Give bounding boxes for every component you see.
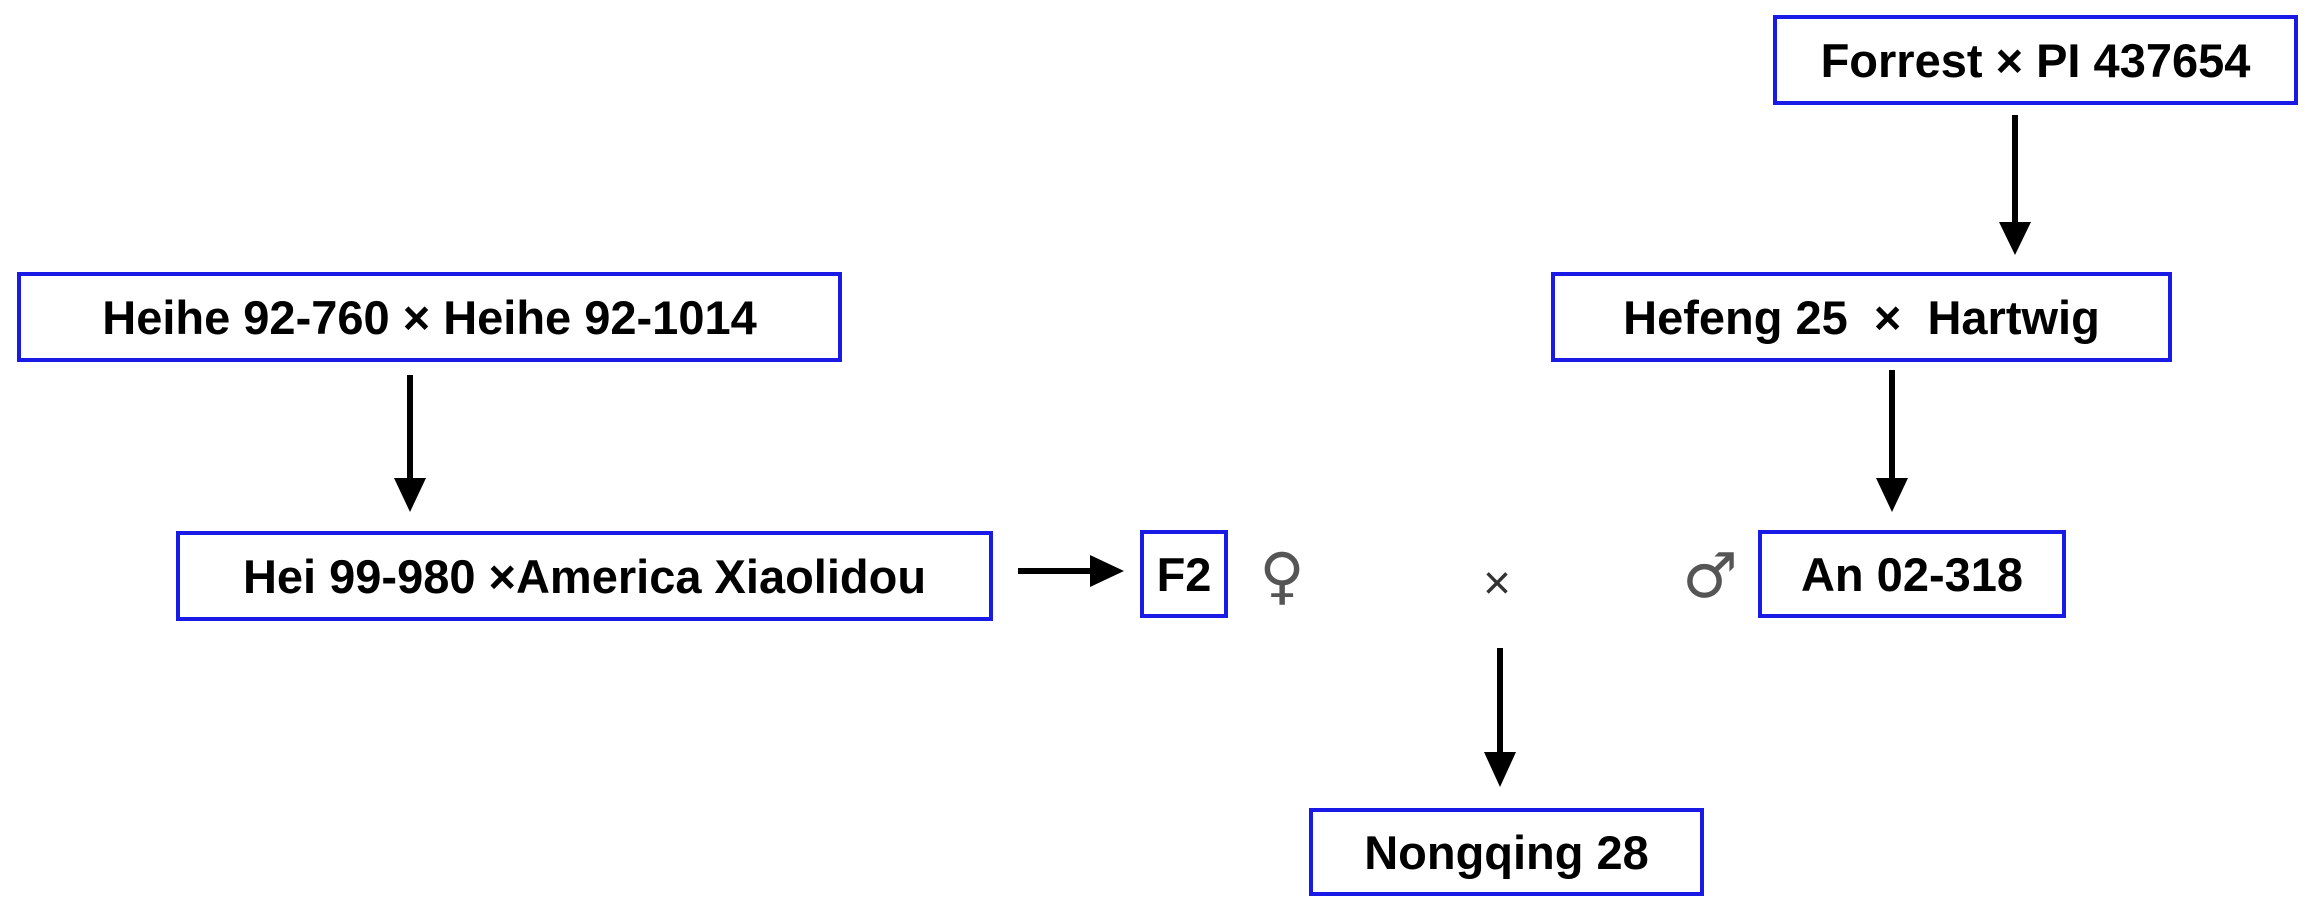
node-forrest-cross: Forrest × PI 437654 [1773, 15, 2298, 105]
node-an: An 02-318 [1758, 530, 2066, 618]
arrow-forrest-to-hefeng [1999, 115, 2031, 255]
node-hei-cross: Hei 99-980 ×America Xiaolidou [176, 531, 993, 621]
node-f2: F2 [1140, 530, 1228, 618]
node-hefeng-cross: Hefeng 25 × Hartwig [1551, 272, 2172, 362]
arrow-cross-to-nongqing [1484, 648, 1516, 787]
male-symbol-icon: ♂ [1682, 539, 1738, 612]
node-nongqing: Nongqing 28 [1309, 808, 1704, 896]
node-heihe-cross: Heihe 92-760 × Heihe 92-1014 [17, 272, 842, 362]
female-symbol-icon: ♀ [1259, 539, 1305, 612]
arrow-heihe-to-hei [394, 375, 426, 512]
arrow-hei-to-f2 [1018, 555, 1124, 587]
cross-symbol: × [1482, 557, 1512, 610]
arrow-hefeng-to-an [1876, 370, 1908, 512]
